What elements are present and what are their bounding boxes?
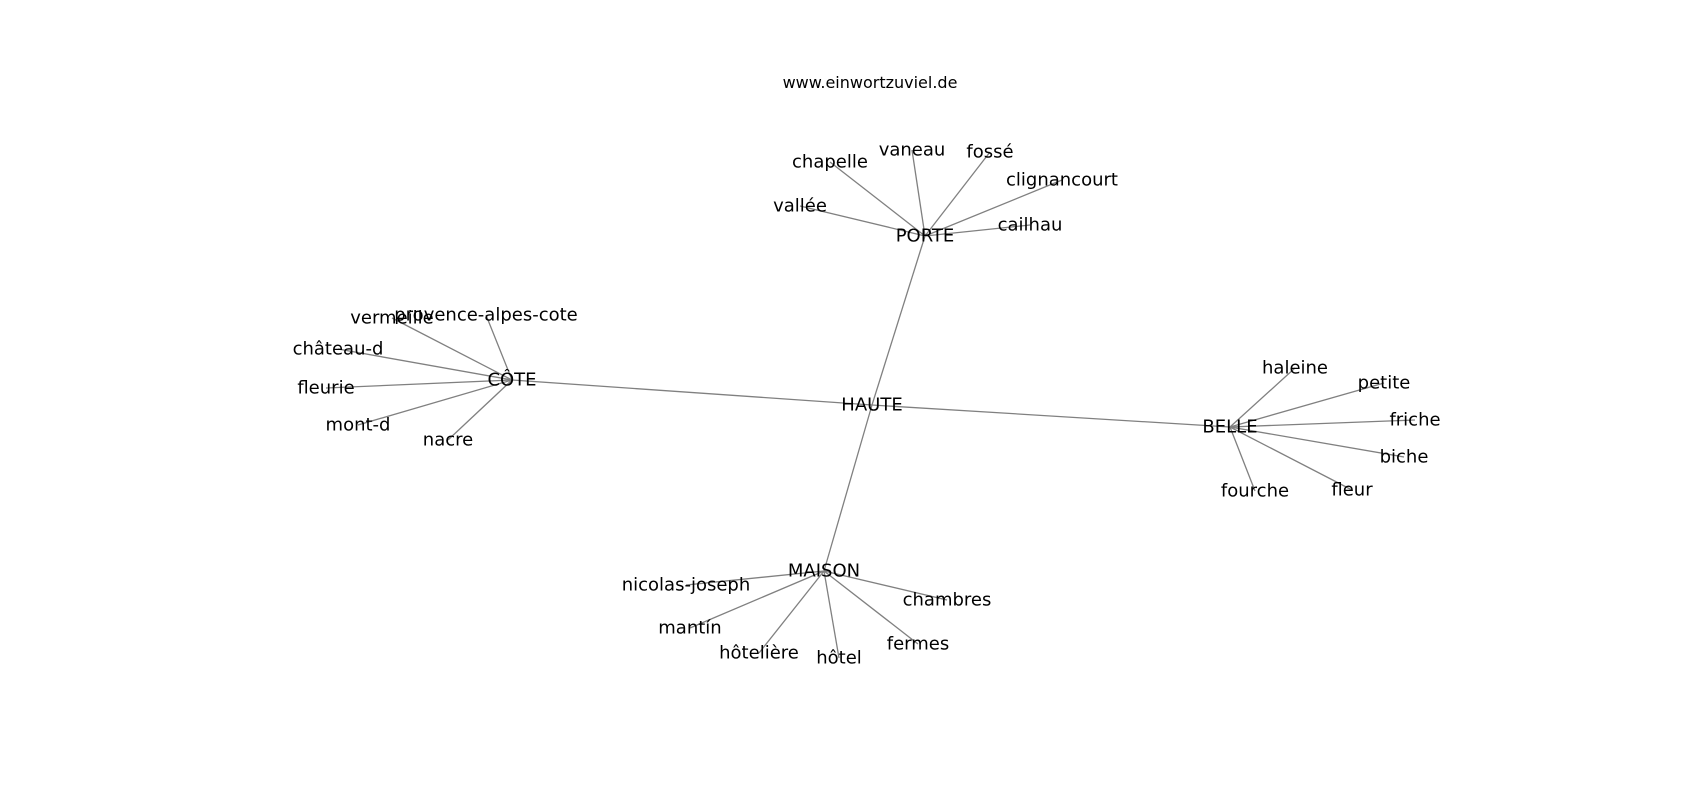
edge-porte-leaf [924, 224, 1031, 237]
center-node-label: HAUTE [841, 395, 902, 416]
leaf-node-label: provence-alpes-cote [394, 305, 578, 326]
leaf-node-label: fossé [966, 142, 1013, 163]
edge-center-maison [823, 404, 873, 572]
leaf-node-label: petite [1358, 373, 1411, 394]
edge-center-belle [871, 404, 1231, 428]
edge-belle-leaf [1229, 367, 1296, 428]
leaf-node-label: haleine [1262, 358, 1328, 379]
leaf-node-label: friche [1389, 410, 1440, 431]
hub-node-porte: PORTE [896, 226, 955, 247]
leaf-node-label: chambres [903, 590, 992, 611]
edge-layer [325, 149, 1416, 659]
leaf-node-label: fleurie [297, 378, 354, 399]
leaf-node-label: vallée [773, 196, 827, 217]
edge-center-cote [511, 379, 873, 406]
leaf-node-label: fourche [1221, 481, 1289, 502]
edge-cote-leaf [391, 317, 513, 381]
edge-maison-leaf [823, 570, 840, 659]
leaf-node-label: hôtelière [719, 643, 799, 664]
leaf-node-label: fermes [887, 634, 949, 655]
leaf-node-label: château-d [293, 339, 384, 360]
edge-porte-leaf [924, 151, 991, 237]
leaf-node-label: fleur [1331, 480, 1373, 501]
hub-node-cote: CÔTE [487, 369, 536, 391]
edge-belle-leaf [1229, 426, 1353, 491]
edge-maison-leaf [689, 570, 825, 629]
leaf-node-label: mont-d [326, 415, 391, 436]
edge-maison-leaf [823, 570, 919, 645]
edge-cote-leaf [325, 379, 513, 389]
edge-maison-leaf [823, 570, 948, 601]
edge-cote-leaf [447, 379, 513, 441]
leaf-node-label: clignancourt [1006, 170, 1118, 191]
edge-center-porte [871, 235, 926, 406]
edge-porte-leaf [924, 179, 1063, 237]
leaf-node-label: chapelle [792, 152, 868, 173]
hub-node-maison: MAISON [788, 561, 860, 582]
edge-belle-leaf [1229, 419, 1416, 428]
label-layer: HAUTE PORTE vallée chapelle vaneau fossé clign… [293, 140, 1441, 669]
edge-belle-leaf [1229, 426, 1256, 492]
leaf-node-label: vermeille [350, 308, 434, 329]
leaf-node-label: cailhau [998, 215, 1063, 236]
edge-belle-leaf [1229, 382, 1385, 428]
edge-maison-leaf [758, 570, 825, 654]
edge-cote-leaf [485, 314, 513, 381]
leaf-node-label: vaneau [879, 140, 946, 161]
leaf-node-label: nacre [423, 430, 473, 451]
hub-node-belle: BELLE [1202, 417, 1257, 438]
edge-maison-leaf [685, 570, 825, 586]
edge-porte-leaf [799, 205, 926, 237]
leaf-node-label: hôtel [816, 648, 862, 669]
leaf-node-label: nicolas-joseph [622, 575, 751, 596]
page-title: www.einwortzuviel.de [783, 73, 958, 92]
edge-porte-leaf [911, 149, 926, 237]
edge-cote-leaf [337, 348, 513, 381]
edge-porte-leaf [829, 161, 926, 237]
leaf-node-label: biche [1380, 447, 1429, 468]
leaf-node-label: mantín [658, 618, 721, 639]
edge-belle-leaf [1229, 426, 1405, 458]
edge-cote-leaf [357, 379, 513, 426]
